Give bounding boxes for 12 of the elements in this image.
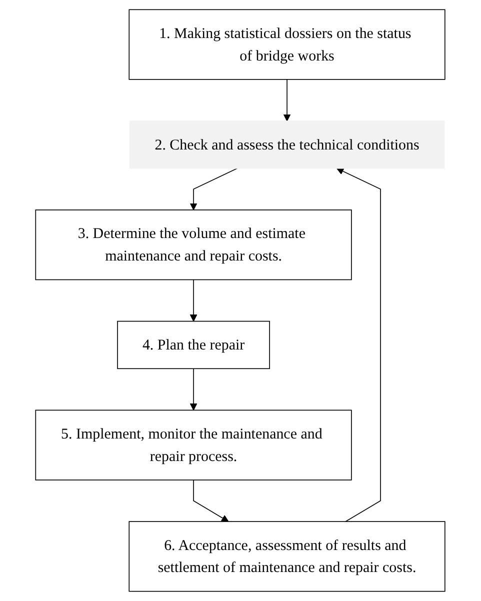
node-box: 3. Determine the volume and estimate maintenance and repair costs.: [35, 210, 352, 280]
arrow: [190, 368, 198, 411]
arrow: [190, 168, 238, 210]
node-box: 4. Plan the repair: [117, 320, 270, 370]
node-box: 5. Implement, monitor the maintenance and repair process.: [35, 410, 352, 480]
node-box: 1. Making statistical dossiers on the status of bridge works: [128, 9, 446, 80]
node-box: 6. Acceptance, assessment of results and settlement of maintenance and repair costs.: [128, 521, 446, 592]
arrow: [190, 279, 198, 322]
arrow: [336, 168, 382, 522]
arrow: [284, 79, 291, 122]
node-box: 2. Check and assess the technical conditions: [130, 120, 445, 169]
arrow: [193, 480, 229, 522]
